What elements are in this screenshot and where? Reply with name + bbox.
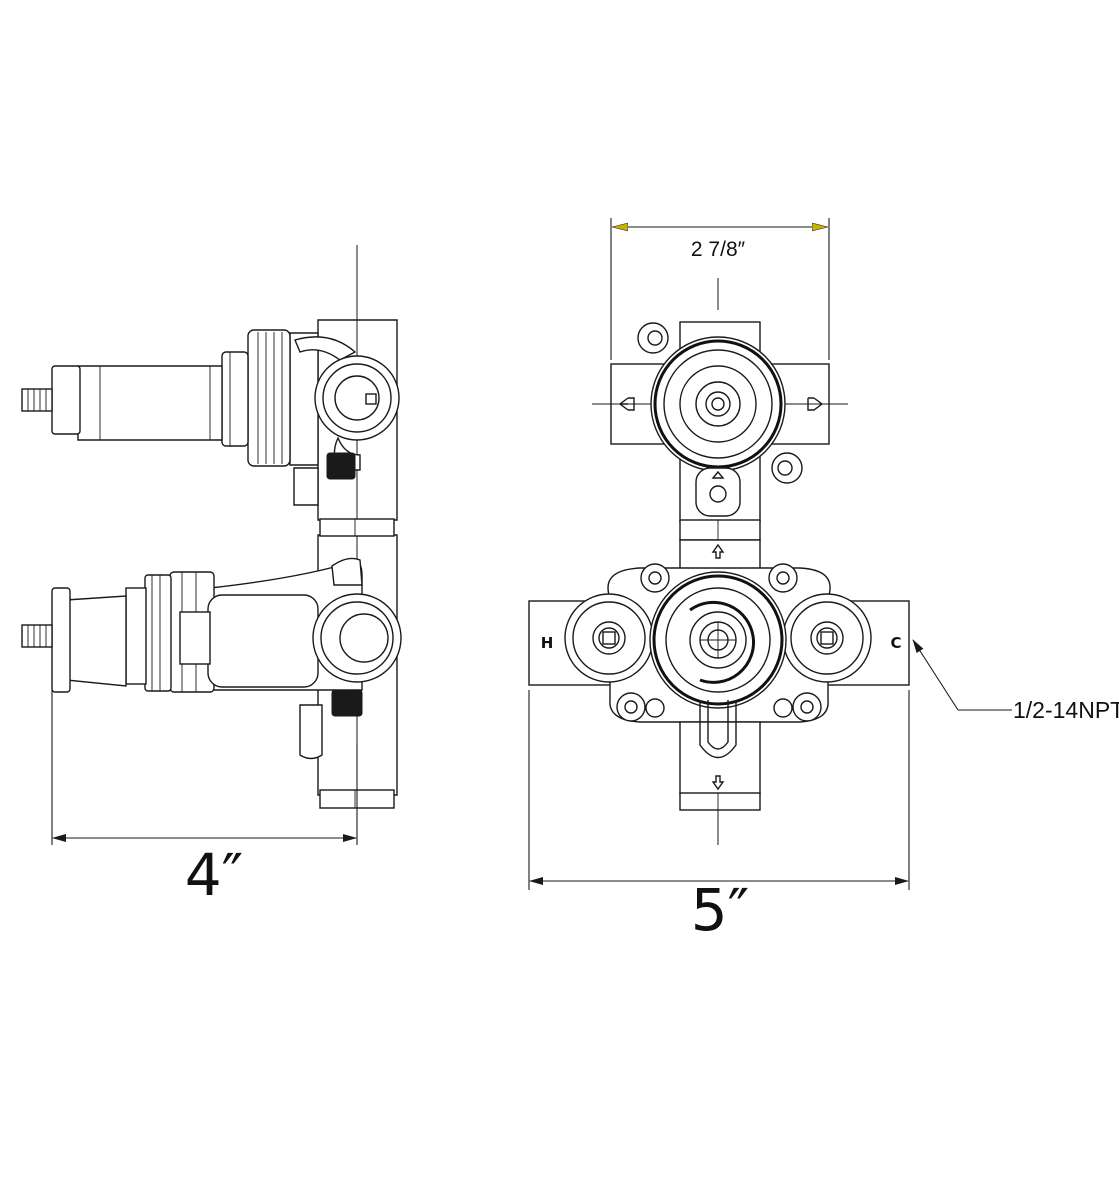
front-top-dimension-label: 2 7/8″ <box>691 238 746 261</box>
side-lower-cartridge <box>21 557 402 760</box>
front-width-label: 5″ <box>691 876 750 944</box>
front-view: 2 7/8″ <box>528 218 1119 944</box>
front-upper-right-ear <box>771 452 803 484</box>
front-bottom-nut <box>679 792 761 811</box>
side-view: 4″ <box>21 245 402 909</box>
front-middle-nut <box>679 519 761 541</box>
front-upper-valve <box>650 336 786 472</box>
down-arrow-icon <box>711 775 725 791</box>
npt-callout-label: 1/2-14NPT <box>1013 697 1119 723</box>
side-width-label: 4″ <box>185 841 244 909</box>
cold-label: C <box>890 634 901 652</box>
up-arrow-icon <box>711 543 725 559</box>
right-arrow-icon <box>807 397 824 411</box>
left-arrow-icon <box>618 397 635 411</box>
front-upper-left-ear <box>637 322 669 354</box>
side-middle-nut <box>319 518 395 537</box>
npt-leader <box>912 639 959 711</box>
hot-label: H <box>541 634 554 652</box>
side-upper-cartridge <box>21 329 400 506</box>
